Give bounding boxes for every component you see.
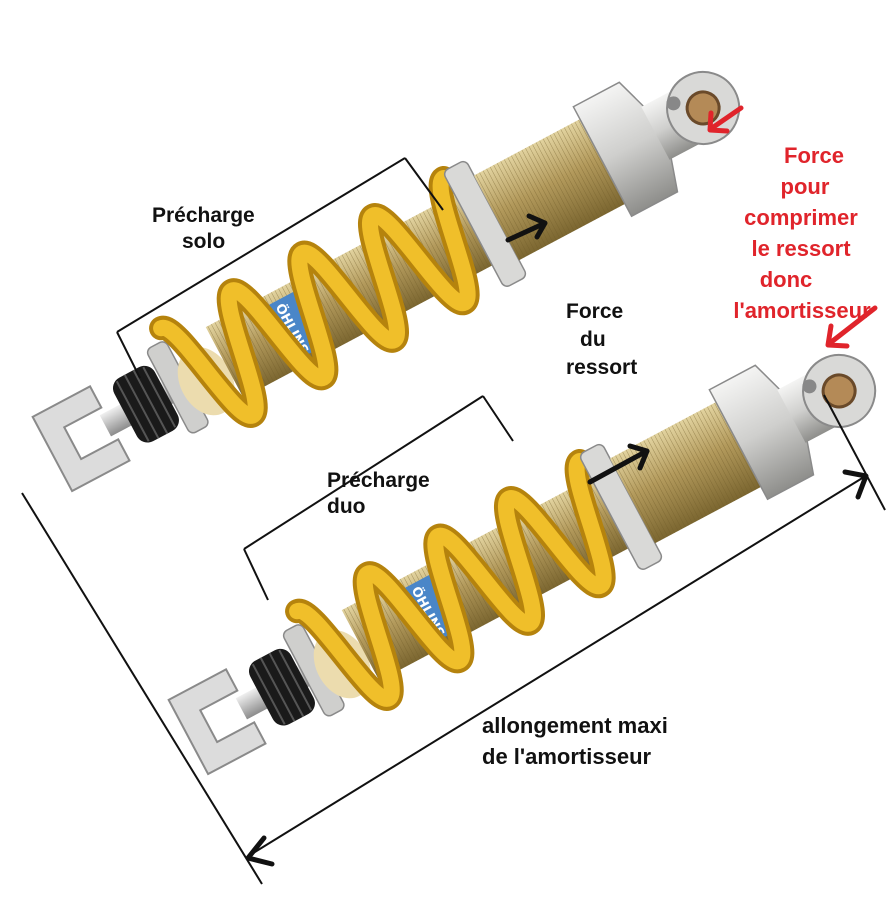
label-precharge-solo-line-2: solo (182, 230, 226, 253)
spring-logo-sticker (261, 290, 325, 364)
clevis-fork (167, 668, 267, 776)
compression-force-arrow-top (707, 105, 744, 134)
preload-collar (443, 160, 527, 287)
label-force-comprimer-line-2: pour (780, 174, 830, 199)
label-force-ressort-line-1: Force (566, 300, 624, 323)
coil-spring (149, 165, 480, 428)
label-precharge-duo: Précharge duo (327, 468, 430, 520)
label-allongement: allongement maxi de l'amortisseur (482, 710, 668, 772)
label-precharge-duo-line-1: Précharge (327, 469, 430, 492)
label-force-ressort-line-2: du (580, 328, 606, 351)
shock-duo: ÖHLINS (167, 353, 877, 776)
label-force-comprimer-line-3: comprimer (744, 205, 858, 230)
label-force-ressort-line-3: ressort (566, 356, 638, 379)
allongement-arrowheads (245, 469, 869, 867)
label-force-comprimer-line-4: le ressort (751, 236, 851, 261)
compression-force-arrow-bottom (825, 305, 878, 349)
label-precharge-solo-line-1: Précharge (152, 204, 255, 227)
spring-logo-sticker (397, 573, 461, 647)
allongement-dimension (21, 394, 886, 885)
label-force-comprimer-line-5: donc (759, 267, 813, 292)
label-force-comprimer-line-6: l'amortisseur (733, 298, 871, 323)
clevis-fork (31, 385, 131, 493)
label-force-du-ressort: Force du ressort (566, 298, 637, 382)
label-precharge-duo-line-2: duo (327, 495, 366, 518)
spring-force-arrow-top (505, 213, 548, 243)
coil-spring (285, 448, 616, 711)
shock-solo: ÖHLINS (31, 70, 741, 493)
precharge-duo-dimension (243, 395, 514, 601)
label-force-comprimer-line-1: Force (784, 143, 844, 168)
label-force-comprimer: Force pour comprimer le ressort donc l'a… (712, 140, 889, 326)
precharge-solo-dimension (116, 157, 444, 379)
label-allongement-line-1: allongement maxi (482, 713, 668, 738)
label-allongement-line-2: de l'amortisseur (482, 744, 652, 769)
spring-force-arrow-bottom (587, 443, 650, 485)
label-precharge-solo: Précharge solo (152, 203, 255, 255)
